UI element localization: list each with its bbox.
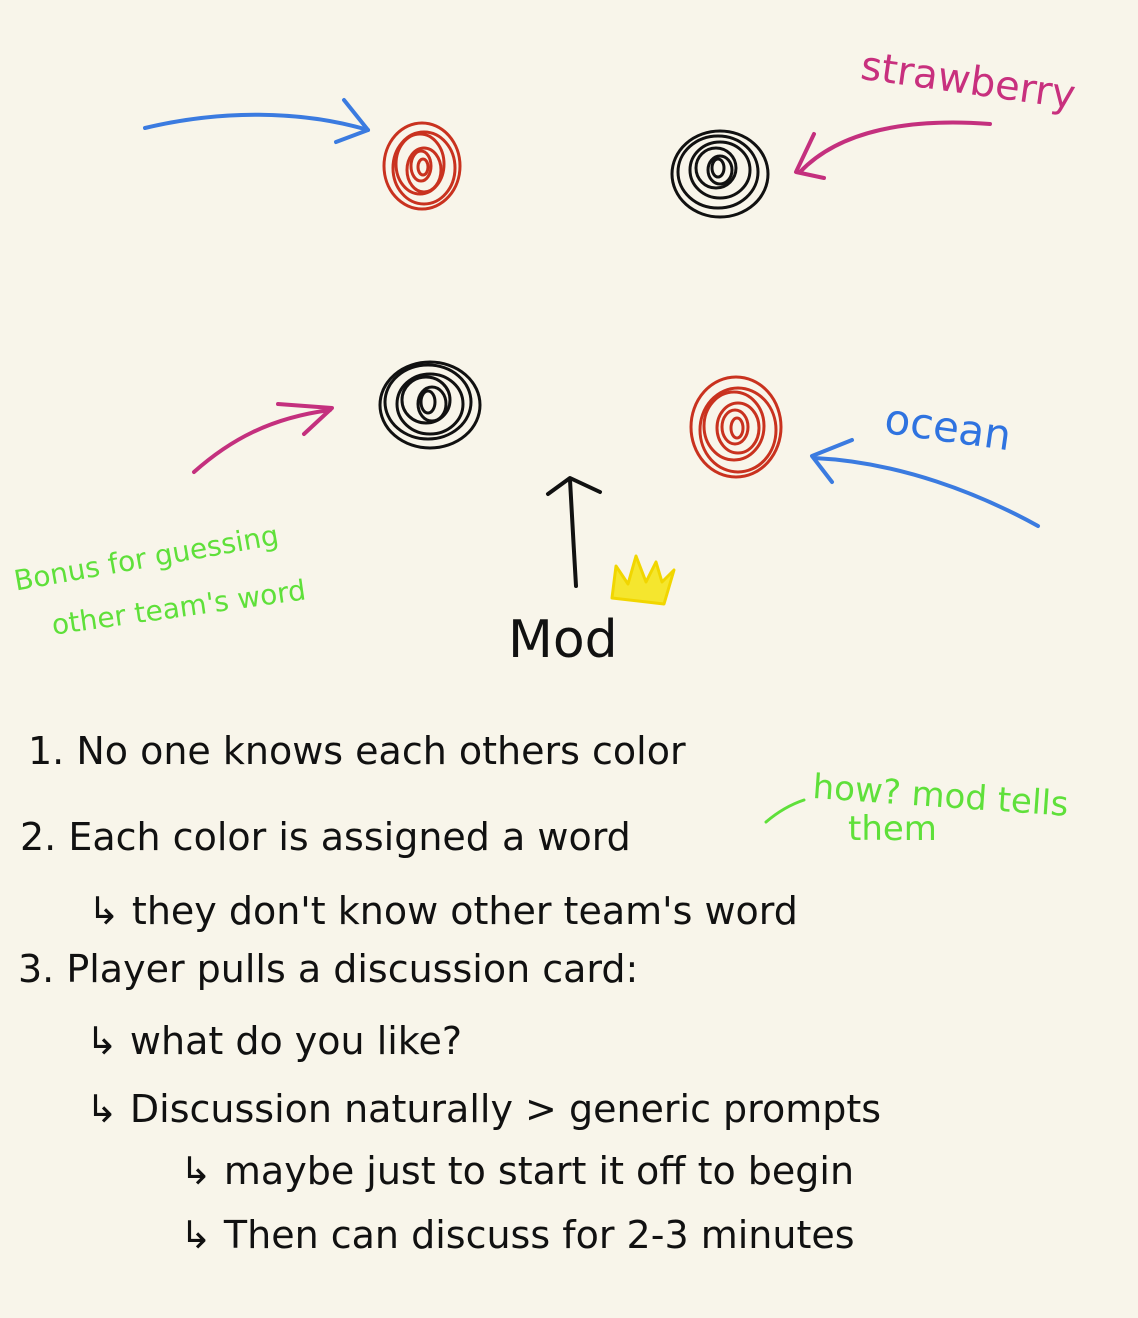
rule-3-sub-3: ↳ maybe just to start it off to begin bbox=[180, 1149, 855, 1193]
red-dot-top-left bbox=[382, 121, 462, 211]
black-arrow-up bbox=[546, 476, 602, 588]
pink-arrow-middle bbox=[192, 402, 334, 474]
black-dot-top-right bbox=[670, 129, 770, 219]
rule-3-sub-2: ↳ Discussion naturally > generic prompts bbox=[86, 1087, 882, 1131]
label-mod: Mod bbox=[508, 610, 618, 670]
red-dot-middle-right bbox=[689, 375, 783, 479]
pink-arrow-top bbox=[794, 120, 992, 180]
blue-arrow-middle bbox=[810, 438, 1040, 528]
rule-1: 1. No one knows each others color bbox=[28, 729, 686, 773]
blue-arrow-top bbox=[143, 98, 370, 144]
rule-3-sub-1: ↳ what do you like? bbox=[86, 1019, 463, 1063]
rule-3-sub-4: ↳ Then can discuss for 2-3 minutes bbox=[180, 1213, 855, 1257]
black-dot-middle-left bbox=[378, 360, 482, 450]
rule-2-sub: ↳ they don't know other team's word bbox=[88, 889, 798, 933]
rule-2: 2. Each color is assigned a word bbox=[20, 815, 631, 859]
crown-icon bbox=[610, 554, 676, 606]
rule-3: 3. Player pulls a discussion card: bbox=[18, 947, 639, 991]
green-note-line bbox=[764, 798, 806, 824]
how-note-line2: them bbox=[848, 809, 937, 849]
